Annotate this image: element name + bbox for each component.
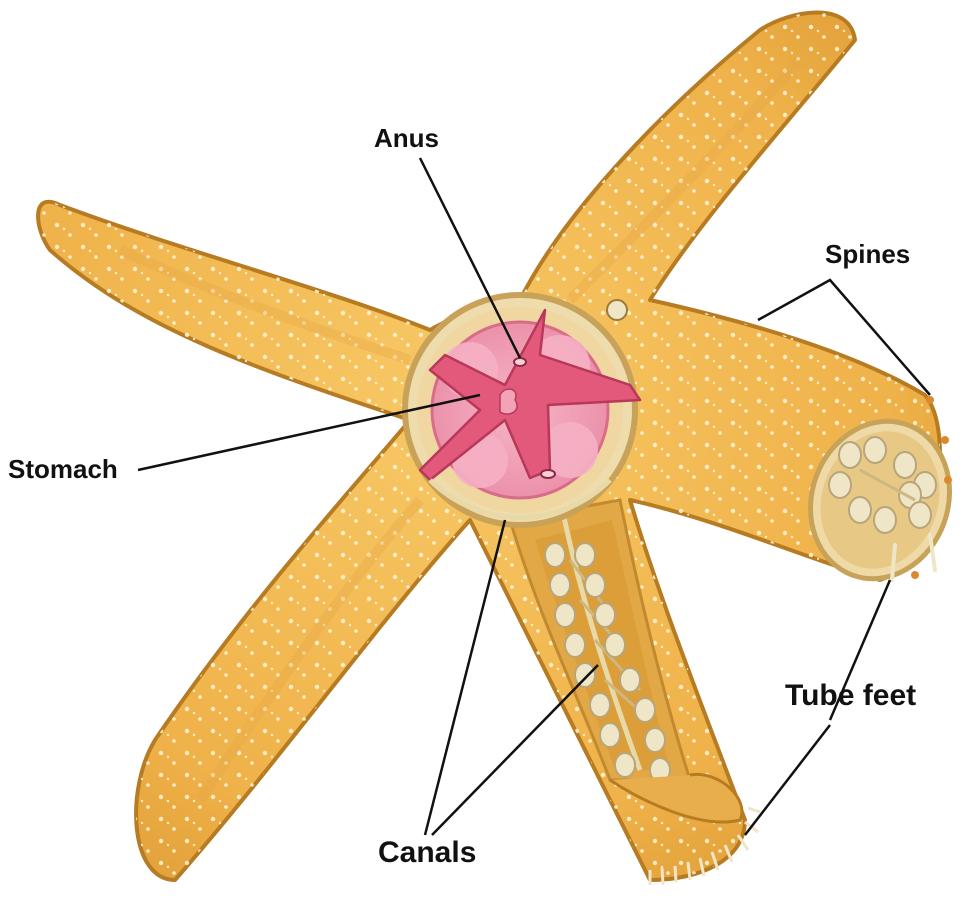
label-stomach: Stomach bbox=[8, 454, 118, 484]
canals-leader-1 bbox=[425, 520, 505, 835]
label-anus: Anus bbox=[374, 123, 439, 153]
anus-opening bbox=[514, 358, 526, 366]
label-canals: Canals bbox=[378, 836, 476, 869]
label-tube-feet: Tube feet bbox=[785, 679, 916, 712]
central-disc-cutaway bbox=[405, 295, 640, 525]
tube-feet-leader-2 bbox=[745, 725, 830, 835]
canals-leader-2 bbox=[432, 665, 598, 835]
label-spines: Spines bbox=[825, 239, 910, 269]
madreporite bbox=[607, 300, 627, 320]
